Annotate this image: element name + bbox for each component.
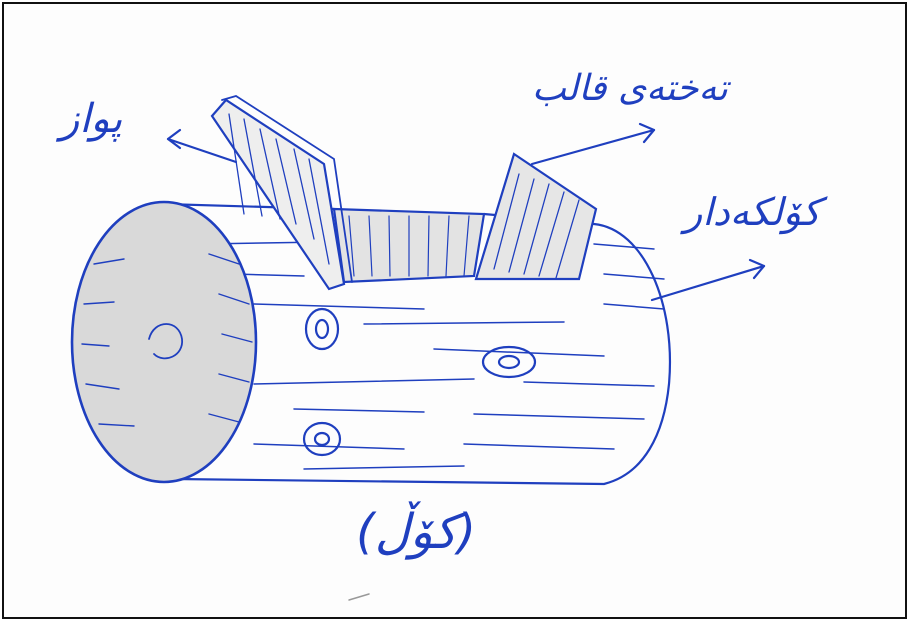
hollow-opening [334, 209, 484, 282]
arrow-mold-board [532, 124, 654, 164]
arrow-hollow-log [652, 260, 764, 300]
pencil-mark [349, 594, 369, 600]
log-end-cap [72, 202, 256, 482]
mold-board [476, 154, 596, 279]
label-hollow-log: کۆلکەدار [684, 190, 821, 234]
caption: (کۆڵ) [356, 504, 476, 560]
label-mold-board: تەختەی قالب [532, 68, 728, 109]
label-paddles: پواز [60, 96, 122, 142]
